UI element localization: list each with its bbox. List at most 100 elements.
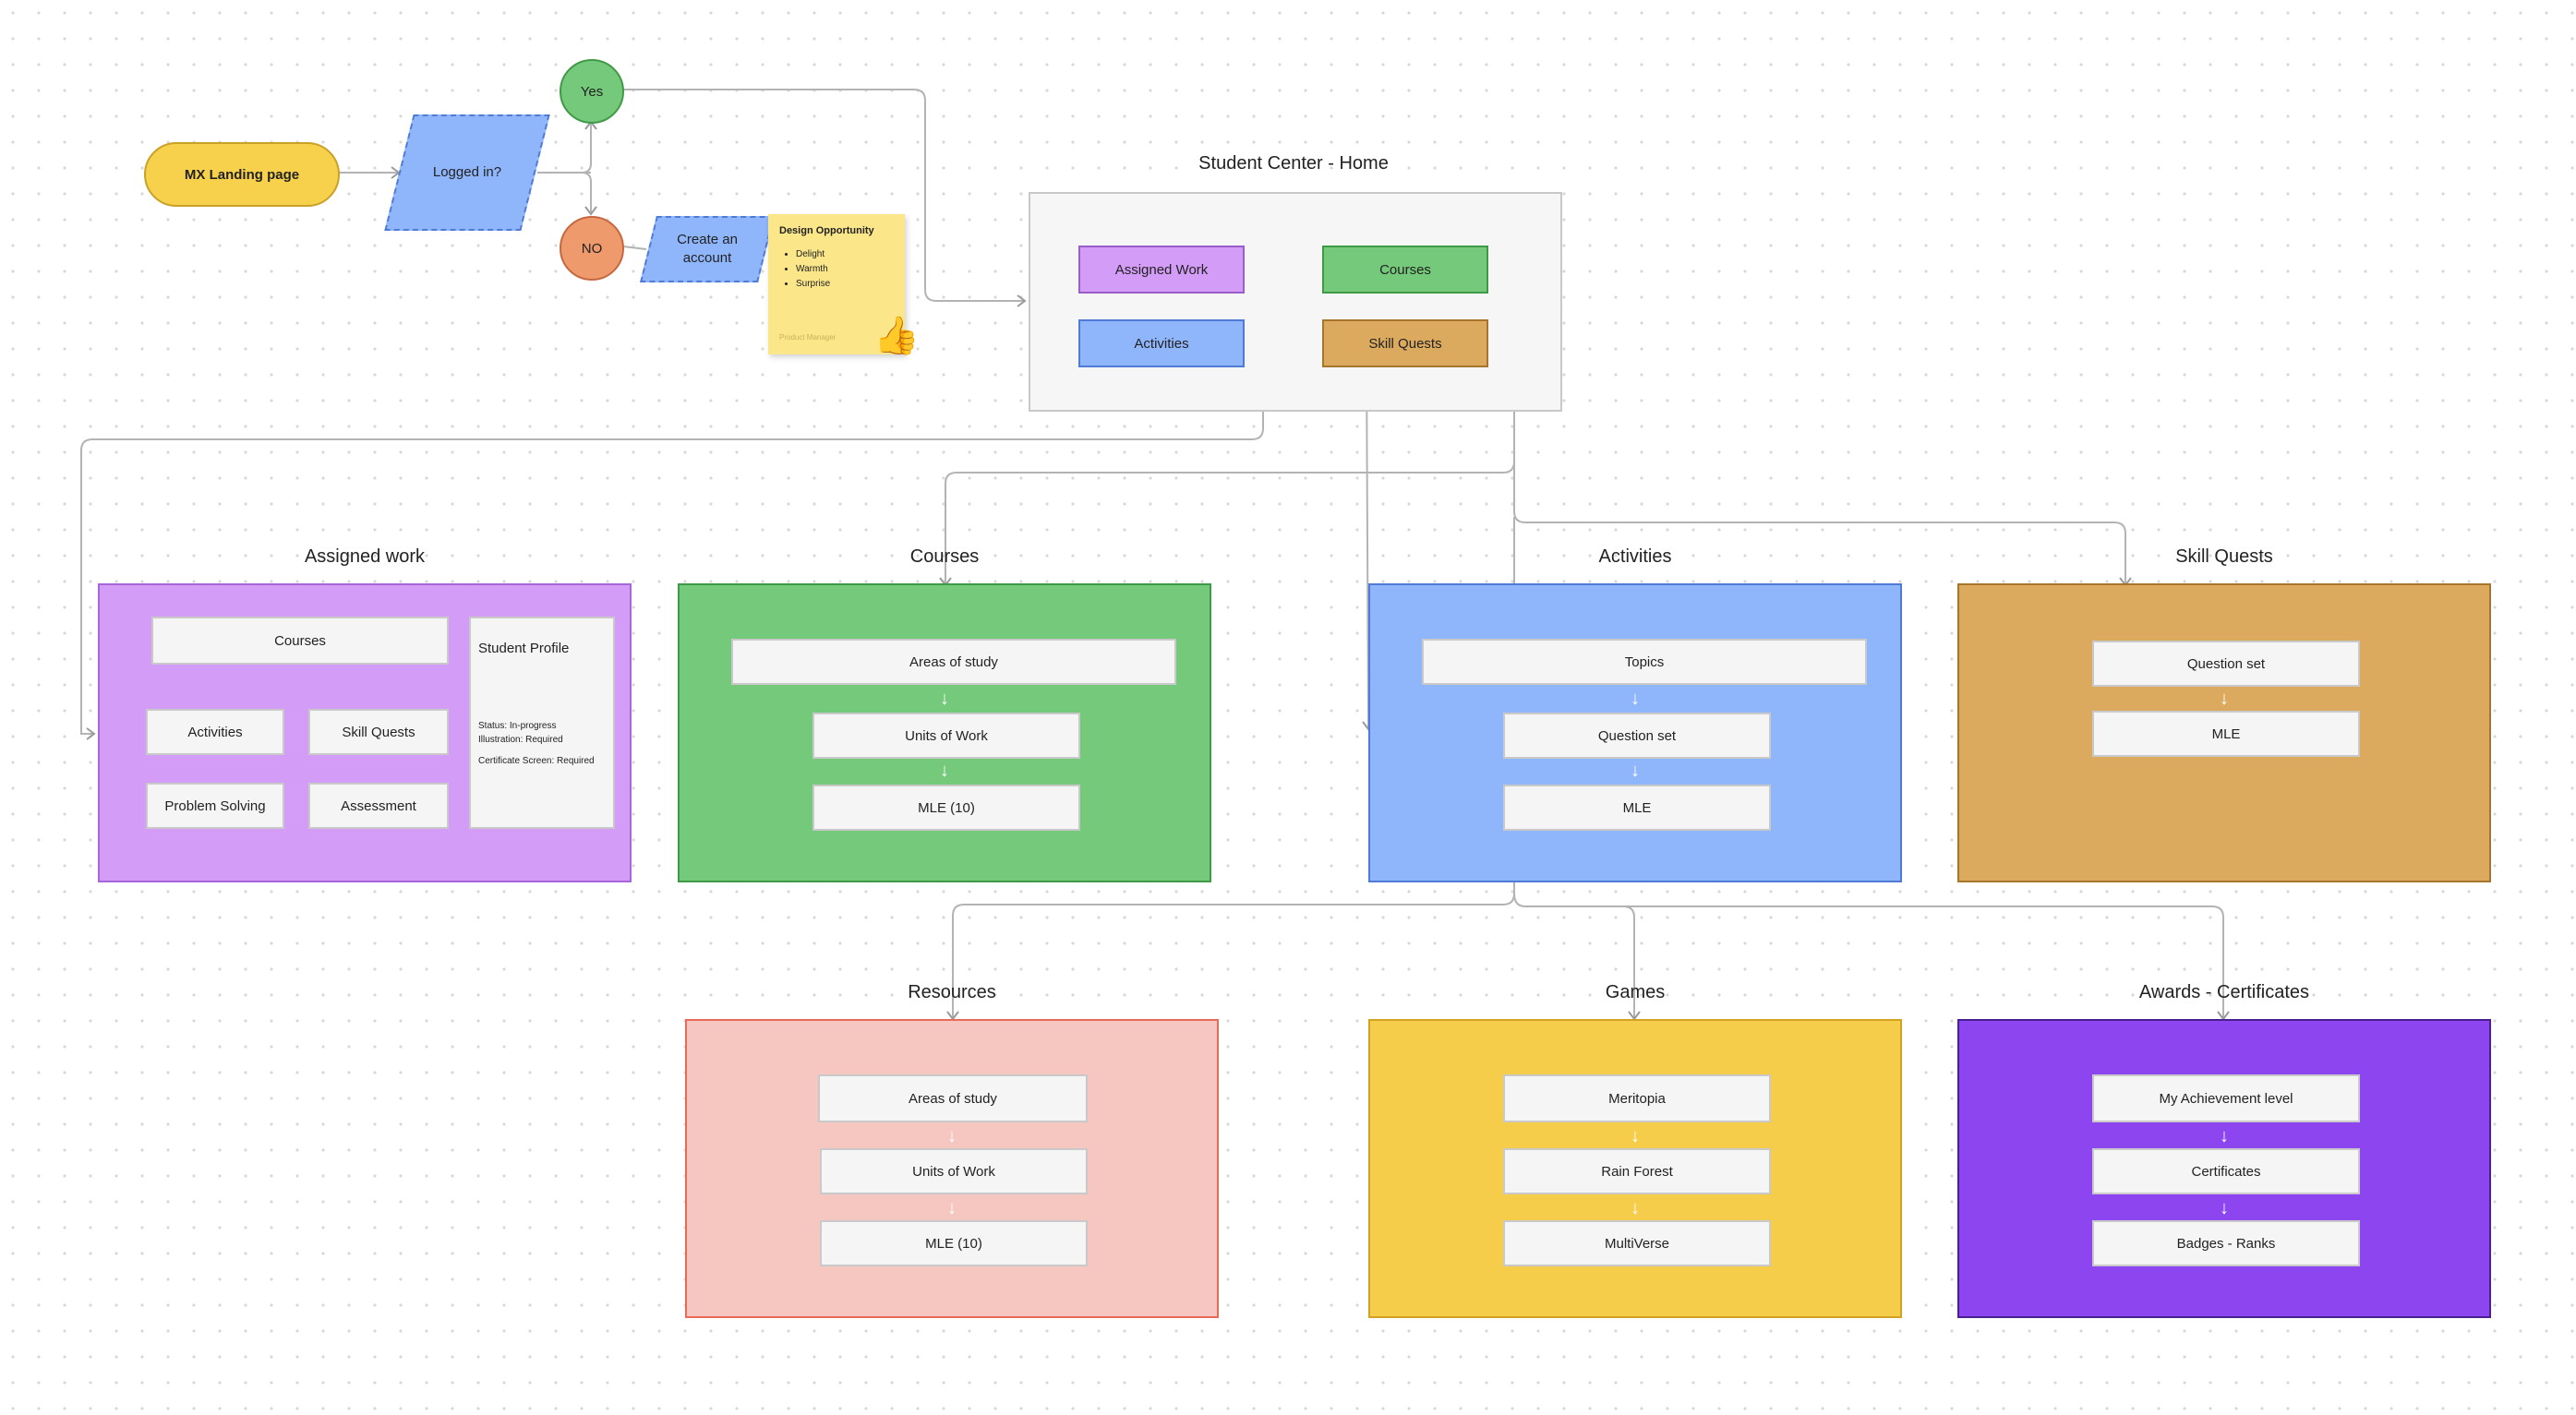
resources-step-label: MLE (10) [925,1235,982,1252]
sticky-item: Warmth [796,264,894,274]
arrow-down-icon: ↓ [940,761,949,781]
games-step-label: Rain Forest [1601,1163,1673,1180]
games-step-card[interactable]: Meritopia [1503,1074,1771,1122]
home-skill-quests-label: Skill Quests [1368,335,1442,352]
connector-no-create [622,246,647,250]
awards-step-label: Badges - Ranks [2176,1235,2276,1252]
profile-illustration: Illustration: Required [478,735,563,745]
sticky-title: Design Opportunity [779,225,874,236]
no-label: NO [581,240,603,257]
courses-step-label: MLE (10) [918,799,975,816]
courses-step-card[interactable]: Units of Work [813,713,1080,759]
resources-step-card[interactable]: Units of Work [820,1148,1088,1194]
arrow-down-icon: ↓ [947,1126,957,1146]
games-step-card[interactable]: MultiVerse [1503,1220,1771,1266]
courses-title: Courses [909,546,980,567]
assigned-work-title: Assigned work [304,546,426,567]
skill-quests-title: Skill Quests [2175,546,2273,567]
assigned-skill-quests-label: Skill Quests [342,724,415,740]
activities-step-card[interactable]: Question set [1503,713,1771,759]
home-activities-button[interactable]: Activities [1078,319,1245,367]
awards-step-card[interactable]: Certificates [2092,1148,2360,1194]
home-activities-label: Activities [1134,335,1189,352]
awards-step-card[interactable]: My Achievement level [2092,1074,2360,1122]
activities-frame: Topics ↓ Question set ↓ MLE [1368,583,1902,882]
logged-in-decision[interactable]: Logged in? [384,114,550,231]
resources-step-label: Units of Work [912,1163,995,1180]
student-profile-title: Student Profile [478,641,570,656]
home-skill-quests-button[interactable]: Skill Quests [1322,319,1488,367]
arrow-down-icon: ↓ [2220,689,2229,709]
thumbs-up-icon: 👍 [873,316,920,356]
resources-frame: Areas of study ↓ Units of Work ↓ MLE (10… [685,1019,1219,1318]
games-frame: Meritopia ↓ Rain Forest ↓ MultiVerse [1368,1019,1902,1318]
games-title: Games [1605,982,1666,1002]
awards-step-label: Certificates [2191,1163,2261,1180]
awards-frame: My Achievement level ↓ Certificates ↓ Ba… [1957,1019,2491,1318]
profile-status: Status: In-progress [478,721,557,731]
assigned-courses-card[interactable]: Courses [151,617,449,665]
student-profile-card[interactable]: Student Profile Status: In-progress Illu… [469,617,615,829]
assigned-skill-quests-card[interactable]: Skill Quests [308,709,449,755]
problem-solving-card[interactable]: Problem Solving [146,783,284,829]
landing-terminal[interactable]: MX Landing page [144,142,340,207]
sticky-item: Delight [796,249,894,259]
assigned-courses-label: Courses [274,632,326,649]
activities-step-label: Question set [1597,727,1677,744]
arrow-down-icon: ↓ [2220,1198,2229,1218]
create-account-label: Create an account [677,232,738,266]
awards-title: Awards - Certificates [2138,982,2310,1002]
yes-node[interactable]: Yes [560,59,624,124]
student-profile-meta: Status: In-progress Illustration: Requir… [478,719,606,747]
assigned-work-frame: Courses Activities Skill Quests Problem … [98,583,632,882]
arrow-down-icon: ↓ [1631,761,1640,781]
no-node[interactable]: NO [560,216,624,281]
home-frame [1029,192,1562,412]
games-step-card[interactable]: Rain Forest [1503,1148,1771,1194]
sticky-note[interactable]: Design Opportunity Delight Warmth Surpri… [768,214,905,354]
resources-step-card[interactable]: MLE (10) [820,1220,1088,1266]
awards-step-card[interactable]: Badges - Ranks [2092,1220,2360,1266]
arrow-down-icon: ↓ [1631,689,1640,709]
profile-certificate: Certificate Screen: Required [478,756,595,766]
skill-quests-step-label: Question set [2186,655,2266,672]
home-title: Student Center - Home [1198,153,1389,174]
arrow-down-icon: ↓ [2220,1126,2229,1146]
yes-label: Yes [580,83,604,100]
home-courses-label: Courses [1379,261,1431,278]
activities-step-card[interactable]: Topics [1422,639,1867,685]
create-account-node[interactable]: Create an account [640,216,775,282]
activities-step-label: Topics [1624,654,1665,670]
home-courses-button[interactable]: Courses [1322,246,1488,294]
arrow-down-icon: ↓ [1631,1198,1640,1218]
courses-step-card[interactable]: Areas of study [731,639,1176,685]
sticky-list: Delight Warmth Surprise [779,249,894,289]
games-step-label: MultiVerse [1604,1235,1670,1252]
courses-step-card[interactable]: MLE (10) [813,785,1080,831]
resources-title: Resources [908,982,996,1002]
activities-step-card[interactable]: MLE [1503,785,1771,831]
courses-step-label: Units of Work [905,727,988,744]
sticky-item: Surprise [796,279,894,289]
problem-solving-label: Problem Solving [164,797,266,814]
logged-in-label: Logged in? [432,164,502,180]
home-assigned-work-button[interactable]: Assigned Work [1078,246,1245,294]
arrow-down-icon: ↓ [1631,1126,1640,1146]
home-assigned-work-label: Assigned Work [1114,261,1209,278]
games-step-label: Meritopia [1608,1090,1666,1107]
arrow-down-icon: ↓ [940,689,949,709]
sticky-author: Product Manager [779,333,837,342]
assigned-activities-card[interactable]: Activities [146,709,284,755]
arrow-down-icon: ↓ [947,1198,957,1218]
assigned-activities-label: Activities [187,724,243,740]
assessment-card[interactable]: Assessment [308,783,449,829]
resources-step-card[interactable]: Areas of study [818,1074,1088,1122]
skill-quests-step-card[interactable]: MLE [2092,711,2360,757]
courses-frame: Areas of study ↓ Units of Work ↓ MLE (10… [678,583,1211,882]
activities-step-label: MLE [1622,799,1652,816]
activities-title: Activities [1598,546,1672,567]
skill-quests-step-label: MLE [2211,725,2241,742]
courses-step-label: Areas of study [909,654,998,670]
skill-quests-step-card[interactable]: Question set [2092,641,2360,687]
